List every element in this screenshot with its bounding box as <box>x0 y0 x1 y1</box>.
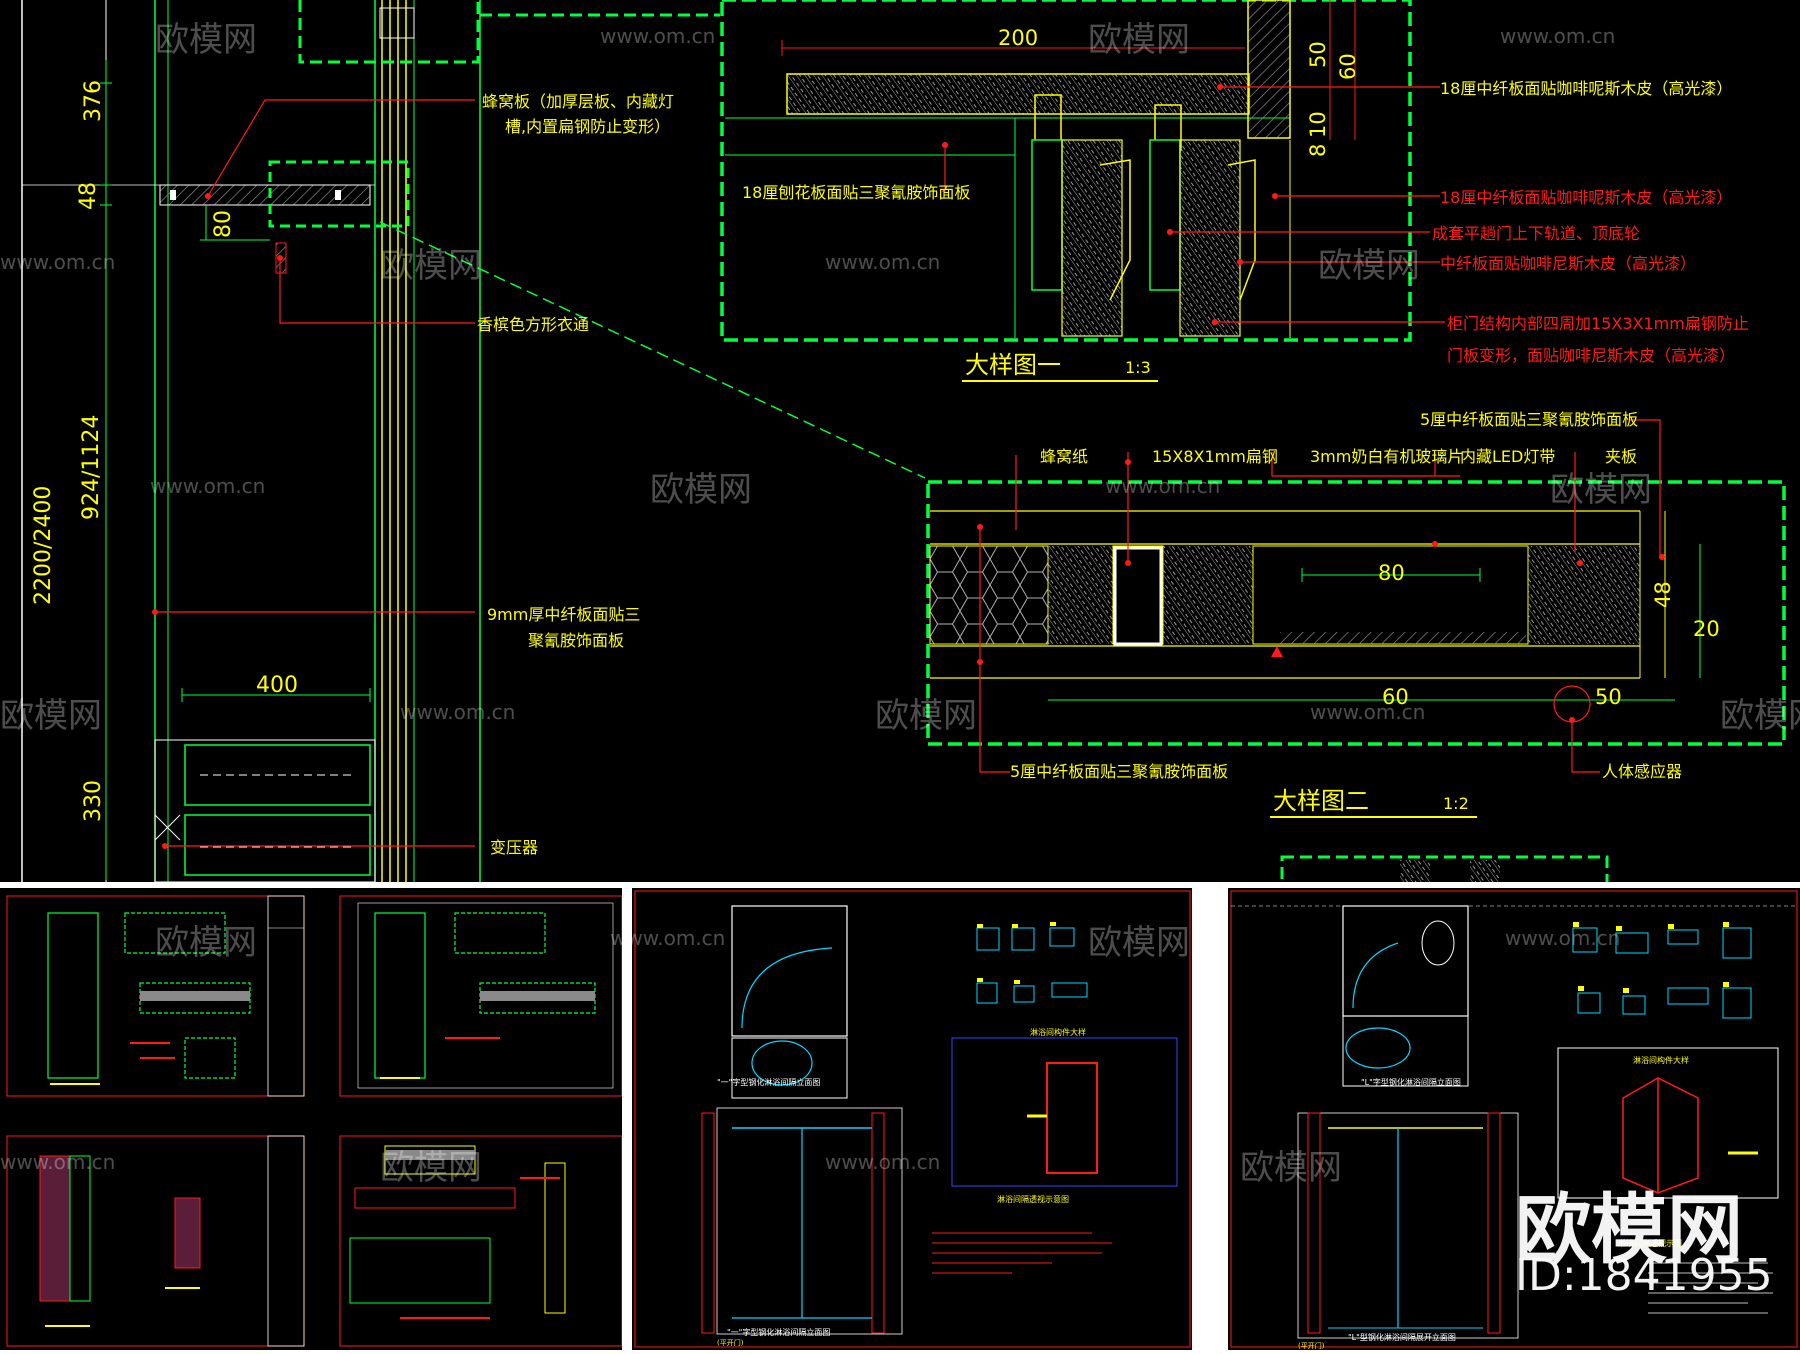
d1-dim-10: 10 <box>1306 111 1330 138</box>
dim-330: 330 <box>81 780 106 822</box>
detail-one <box>720 0 1412 342</box>
thumb-right-svg: "L"字型钢化淋浴间隔立面图 "L"型钢化淋浴间隔展开立面图 (平开门) <box>1230 890 1798 1350</box>
d1-label-r4: 中纤板面贴咖啡尼斯木皮（高光漆） <box>1440 254 1696 273</box>
thumb-1 <box>6 895 305 1097</box>
d1-label-r3: 成套平趟门上下轨道、顶底轮 <box>1432 224 1640 243</box>
d1-label-r5b: 门板变形，面贴咖啡尼斯木皮（高光漆） <box>1447 346 1735 365</box>
d2-scale: 1:2 <box>1443 794 1469 813</box>
d2-label-plywood: 夹板 <box>1605 447 1637 466</box>
d2-dim-20: 20 <box>1693 617 1720 641</box>
d1-dim-50: 50 <box>1306 41 1330 68</box>
d1-label-r5a: 柜门结构内部四周加15X3X1mm扁钢防止 <box>1447 314 1749 333</box>
d2-label-sensor: 人体感应器 <box>1602 762 1682 781</box>
dim-48: 48 <box>76 182 101 210</box>
label-transformer: 变压器 <box>490 838 538 857</box>
d2-title: 大样图二 <box>1273 787 1369 815</box>
d1-title: 大样图一 <box>965 351 1061 379</box>
right-title-d: "L"型钢化淋浴间隔展开立面图 <box>1348 1332 1456 1342</box>
label-honeycomb-1: 蜂窝板（加厚层板、内藏灯 <box>482 92 674 111</box>
d2-label-top: 5厘中纤板面贴三聚氰胺饰面板 <box>1420 410 1638 429</box>
main-cad-svg: 376 48 80 924/1124 2200/2400 400 330 <box>21 0 1786 887</box>
d1-dim-200: 200 <box>998 26 1038 50</box>
mid-sub: (平开门) <box>717 1338 744 1347</box>
left-callouts <box>155 99 475 847</box>
label-wardrobe-rod: 香槟色方形衣通 <box>477 315 589 334</box>
d1-label-r2: 18厘中纤板面贴咖啡呢斯木皮（高光漆） <box>1440 188 1732 207</box>
d2-dim-48: 48 <box>1651 581 1675 608</box>
d2-label-honeycomb-paper: 蜂窝纸 <box>1040 447 1088 466</box>
mid-title-d: "一"字型钢化淋浴间隔立面图 <box>727 1327 830 1337</box>
main-cad-drawing: 376 48 80 924/1124 2200/2400 400 330 <box>0 0 1800 887</box>
mid-title-c: 淋浴间隔透视示意图 <box>997 1194 1069 1204</box>
d1-dim-8: 8 <box>1306 144 1330 157</box>
mid-title-b: 淋浴间构件大样 <box>1030 1027 1086 1037</box>
dim-400: 400 <box>256 673 298 698</box>
right-title-b: 淋浴间构件大样 <box>1633 1055 1689 1065</box>
left-dimensions: 376 48 80 924/1124 2200/2400 400 330 <box>31 80 298 822</box>
dim-2200: 2200/2400 <box>31 486 56 605</box>
dim-376: 376 <box>81 80 106 122</box>
d1-dim-60: 60 <box>1336 53 1360 80</box>
thumbnail-shower-straight: "一"字型钢化淋浴间隔立面图 "一"字型钢化淋浴间隔立面图 (平开门) <box>632 888 1192 1350</box>
d2-dim-60: 60 <box>1382 685 1409 709</box>
thumbnail-shower-l: "L"字型钢化淋浴间隔立面图 "L"型钢化淋浴间隔展开立面图 (平开门) <box>1228 888 1800 1350</box>
d2-label-led: 内藏LED灯带 <box>1460 447 1555 466</box>
thumb-2 <box>339 895 623 1097</box>
mid-title-a: "一"字型钢化淋浴间隔立面图 <box>717 1077 820 1087</box>
thumb-grid-svg <box>6 895 623 1347</box>
d1-label-left-board: 18厘刨花板面贴三聚氰胺饰面板 <box>742 183 970 202</box>
thumb-3 <box>6 1135 305 1347</box>
d2-label-flat-steel: 15X8X1mm扁钢 <box>1152 447 1278 466</box>
d2-label-acrylic: 3mm奶白有机玻璃片 <box>1310 447 1463 466</box>
thumb-4 <box>339 1135 623 1347</box>
right-title-c: 淋浴间隔透视示图 <box>1618 1238 1682 1248</box>
dim-924: 924/1124 <box>79 415 104 520</box>
label-panel9-2: 聚氰胺饰面板 <box>528 631 624 650</box>
wardrobe-elevation <box>21 0 926 883</box>
label-panel9-1: 9mm厚中纤板面贴三 <box>487 605 640 624</box>
thumbnail-grid-left <box>0 888 623 1350</box>
d2-dim-80: 80 <box>1378 561 1405 585</box>
d2-label-bottom: 5厘中纤板面贴三聚氰胺饰面板 <box>1010 762 1228 781</box>
d1-label-r1: 18厘中纤板面贴咖啡呢斯木皮（高光漆） <box>1440 79 1732 98</box>
d2-dim-50: 50 <box>1595 685 1622 709</box>
thumb-mid-svg: "一"字型钢化淋浴间隔立面图 "一"字型钢化淋浴间隔立面图 (平开门) <box>634 890 1191 1348</box>
right-title-a: "L"字型钢化淋浴间隔立面图 <box>1361 1077 1461 1087</box>
right-sub: (平开门) <box>1298 1341 1325 1350</box>
detail-two <box>926 480 1786 746</box>
dim-80: 80 <box>211 210 236 238</box>
d1-scale: 1:3 <box>1125 358 1151 377</box>
label-honeycomb-2: 槽,内置扁钢防止变形） <box>505 117 670 136</box>
